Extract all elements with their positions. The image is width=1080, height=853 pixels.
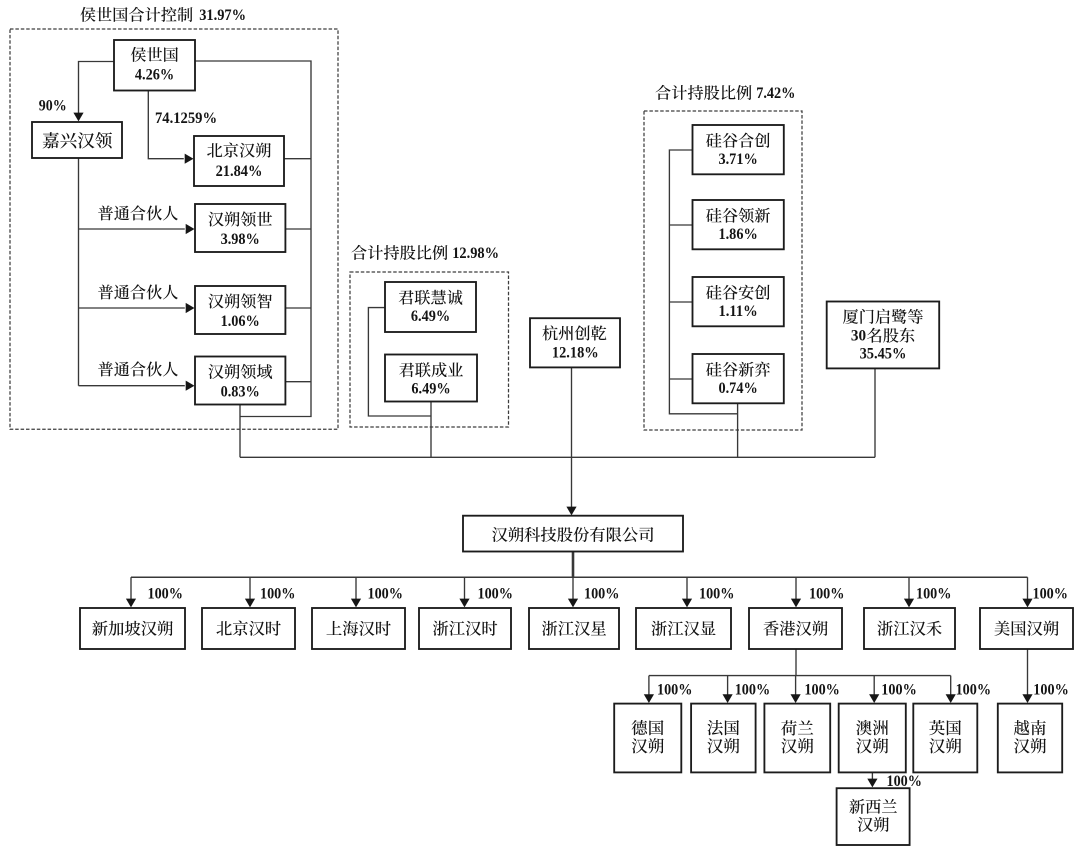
svg-text:6.49%: 6.49% [411,380,450,397]
svg-text:12.98%: 12.98% [452,245,499,262]
svg-text:90%: 90% [39,97,67,114]
svg-text:100%: 100% [584,585,619,602]
svg-text:0.83%: 0.83% [221,383,260,400]
svg-text:30: 30 [851,328,866,345]
svg-text:31.97%: 31.97% [199,7,246,24]
svg-text:3.71%: 3.71% [718,151,757,168]
svg-text:6.49%: 6.49% [411,308,450,325]
svg-text:100%: 100% [735,682,770,699]
svg-text:74.1259%: 74.1259% [155,110,217,127]
svg-text:0.74%: 0.74% [718,380,757,397]
svg-text:100%: 100% [699,585,734,602]
svg-text:1.11%: 1.11% [718,303,757,320]
svg-text:12.18%: 12.18% [552,344,599,361]
svg-text:21.84%: 21.84% [216,163,263,180]
svg-text:100%: 100% [478,585,513,602]
svg-text:100%: 100% [148,585,183,602]
svg-text:1.86%: 1.86% [718,226,757,243]
svg-text:100%: 100% [260,585,295,602]
svg-text:4.26%: 4.26% [135,66,174,83]
svg-text:35.45%: 35.45% [860,346,907,363]
svg-text:100%: 100% [881,682,916,699]
svg-text:1.06%: 1.06% [221,313,260,330]
svg-text:100%: 100% [657,682,692,699]
svg-text:100%: 100% [887,773,922,790]
svg-text:100%: 100% [804,682,839,699]
svg-text:3.98%: 3.98% [221,231,260,248]
svg-text:100%: 100% [916,585,951,602]
svg-text:100%: 100% [1033,682,1068,699]
svg-text:100%: 100% [809,585,844,602]
svg-text:7.42%: 7.42% [756,85,795,102]
svg-text:100%: 100% [368,585,403,602]
svg-text:100%: 100% [956,682,991,699]
svg-text:100%: 100% [1033,585,1068,602]
